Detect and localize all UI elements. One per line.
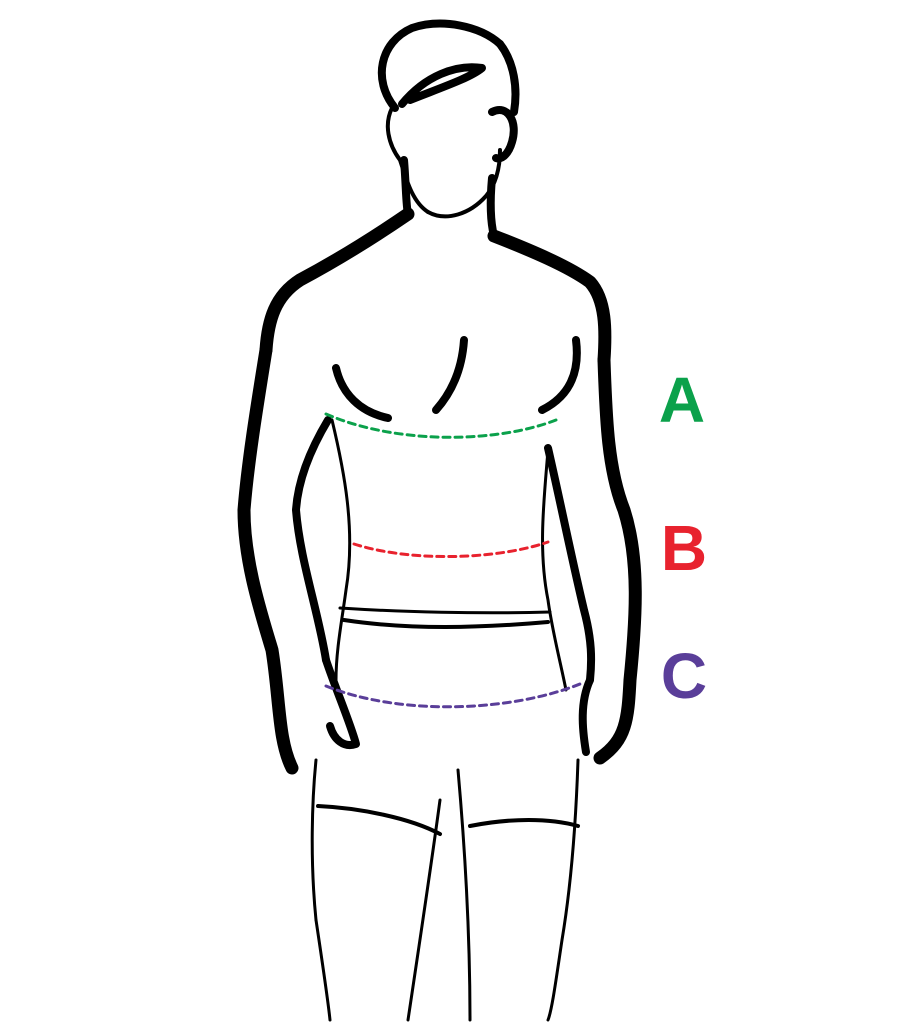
leg-right-inner [456,768,472,1022]
measurement-line-a [324,412,558,439]
neck-right [486,174,498,240]
hair [377,19,504,112]
torso-right [541,448,568,692]
ear [488,106,518,163]
waistband-top [338,606,552,615]
male-figure-outline [237,19,642,1022]
arm-right-outer [593,353,642,765]
shorts-hem-left [316,804,442,836]
measurement-label-c: C [661,640,707,712]
shoulder-right [487,229,612,367]
leg-left-inner [406,798,442,1022]
pec-right [538,336,581,414]
measurement-line-c [324,682,582,709]
waistband-bottom [342,618,550,629]
measurement-line-b [352,540,550,559]
pec-center [432,336,468,414]
neck-left [400,156,412,218]
shorts-left [310,758,318,922]
shorts-hem-right [468,818,580,828]
measurement-label-a: A [659,364,705,436]
hair-sweep [398,63,486,108]
hand-right [578,676,594,756]
arm-left-outer [237,343,299,775]
measurement-label-b: B [661,512,707,584]
hand-left [322,656,360,749]
shorts-right [546,758,580,1022]
leg-left-outer [314,918,332,1022]
torso-left [330,418,352,682]
hair-back [496,40,520,116]
jaw [426,148,502,219]
pec-left [332,364,392,422]
shoulder-left [259,207,415,357]
arm-right-inner [544,444,596,684]
arm-left-inner [292,416,332,664]
